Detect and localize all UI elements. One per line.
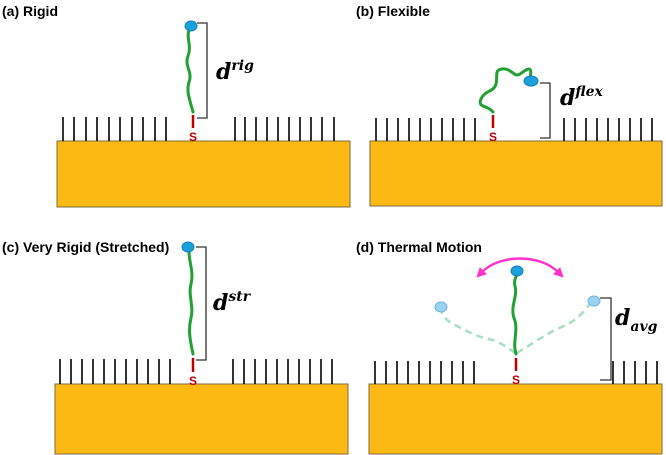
panel-a: (a) Rigid S drig: [2, 3, 351, 208]
panel-a-label: (a) Rigid: [2, 3, 58, 19]
anchor-label-b: S: [489, 130, 497, 144]
panel-d: (d) Thermal Motion S davg: [356, 239, 663, 455]
panel-b: (b) Flexible S dflex: [356, 3, 663, 207]
anchor-label-c: S: [189, 374, 197, 388]
anchor-label-a: S: [189, 130, 197, 144]
ghost-chain-right: [516, 299, 595, 355]
substrate-c: [54, 383, 349, 455]
end-bead-b: [523, 75, 539, 87]
ghost-chain-left: [440, 307, 516, 354]
distance-bracket-c: [196, 246, 207, 361]
panel-c: (c) Very Rigid (Stretched) S dstr: [2, 239, 349, 455]
distance-label-d: davg: [615, 305, 658, 335]
end-bead-a: [184, 20, 198, 32]
polymer-chain-d: [511, 272, 519, 356]
panel-b-label: (b) Flexible: [356, 3, 430, 19]
end-bead-c: [181, 241, 195, 253]
distance-bracket-b: [540, 82, 551, 139]
distance-bracket-a: [197, 22, 208, 119]
panel-d-label: (d) Thermal Motion: [356, 239, 482, 255]
distance-label-b: dflex: [560, 84, 603, 111]
panel-c-label: (c) Very Rigid (Stretched): [2, 239, 169, 255]
polymer-chain-a: [185, 28, 195, 114]
distance-label-c: dstr: [213, 289, 252, 316]
surface-molecules-a: [62, 117, 335, 141]
surface-molecules-c: [59, 359, 333, 384]
substrate-a: [56, 140, 351, 208]
thermal-motion-arrow: [476, 257, 564, 278]
distance-bracket-d: [600, 297, 612, 381]
substrate-b: [369, 140, 663, 207]
surface-molecules-d: [374, 361, 658, 384]
ghost-bead-left: [434, 301, 448, 313]
polymer-chain-c: [187, 250, 195, 356]
anchor-label-d: S: [512, 373, 520, 387]
polymer-chain-b: [478, 67, 533, 114]
substrate-d: [368, 383, 663, 455]
ghost-bead-right: [587, 295, 601, 307]
surface-molecules-b: [375, 118, 653, 141]
end-bead-d: [510, 265, 524, 277]
distance-label-a: drig: [216, 58, 254, 85]
